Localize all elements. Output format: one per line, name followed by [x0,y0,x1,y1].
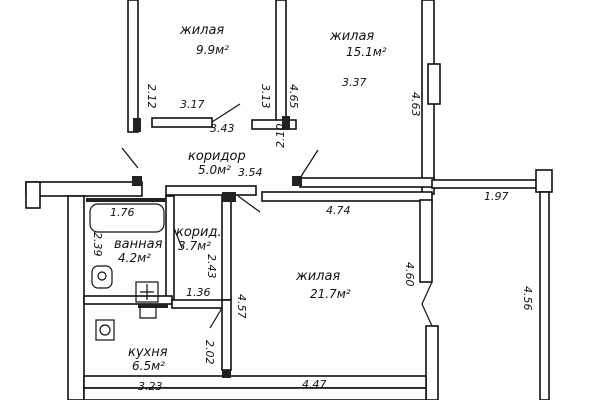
dim-457: 4.57 [235,294,248,319]
dim-447: 4.47 [302,378,327,391]
wall-balcony-post [535,169,553,193]
room-name-corridor-main: коридор [188,149,246,164]
wall-balcony-top [431,179,543,189]
dim-176: 1.76 [110,206,135,219]
room-name-bathroom: ванная [114,237,163,252]
wall-hatching [86,116,302,378]
kitchen-sink-icon [139,306,157,319]
dim-313: 3.13 [259,84,272,109]
sink-icon [91,265,113,289]
dim-465: 4.65 [287,84,300,109]
wall-small-room-left [127,0,139,133]
fixtures [89,203,165,341]
wall-window-pier [427,63,441,105]
door-bath [173,227,183,249]
room-area-living-big: 21.7м² [310,287,351,301]
wall-big-room-right [419,199,433,283]
dim-212: 2.12 [145,84,158,109]
dim-343: 3.43 [210,122,235,135]
dim-474: 4.74 [326,204,351,217]
dim-317: 3.17 [180,98,205,111]
toilet-cross-icon [140,284,154,300]
wall-big-room-right-lower [425,325,439,400]
room-name-living-small: жилая [179,23,224,38]
wall-outer-left [67,195,85,400]
room-area-living-small: 9.9м² [196,43,229,57]
room-area-living-top: 15.1м² [346,45,387,59]
dimensions: 2.12 3.13 4.65 3.17 3.43 3.37 4.63 3.54 … [91,76,534,393]
wall-top-right-bottom [299,177,435,188]
wall-small-room-bottom [151,117,213,128]
room-area-kitchen: 6.5м² [132,359,165,373]
door-big-room [237,195,261,213]
room-labels: жилая 9.9м² жилая 15.1м² коридор 5.0м² к… [114,23,387,373]
wall-bath-bottom [83,295,173,305]
wall-corridor-mid [165,185,257,196]
dim-239: 2.39 [91,232,104,257]
wall-balcony-rail [539,191,550,400]
door-right-room [421,281,433,327]
drain-icon [97,271,107,281]
room-area-bathroom: 4.2м² [118,251,151,265]
dim-197: 1.97 [484,190,509,203]
walls [25,0,553,400]
dim-337: 3.37 [342,76,367,89]
dim-323: 3.23 [138,380,163,393]
dim-210: 2.10 [274,124,287,149]
stove-icon [95,319,115,341]
wall-kitchen-right [221,299,232,371]
room-name-living-top: жилая [329,29,374,44]
room-name-living-big: жилая [295,269,340,284]
dim-460: 4.60 [403,262,416,287]
dim-463: 4.63 [409,92,422,117]
wall-corridor-left-end [25,181,41,209]
room-name-kitchen: кухня [128,345,168,360]
wall-bath-right [165,195,175,301]
dim-136: 1.36 [186,286,211,299]
dim-202: 2.02 [203,340,216,365]
dim-456: 4.56 [521,286,534,311]
door-top-room [299,149,319,179]
wall-small-corridor-right [221,195,232,301]
room-area-corridor-small: 3.7м² [178,239,211,253]
door-entrance [121,147,139,169]
wall-small-room-bottom-right [251,119,297,130]
dim-354: 3.54 [238,166,263,179]
stove-burner-icon [99,324,111,336]
room-area-corridor-main: 5.0м² [198,163,231,177]
dim-243: 2.43 [205,254,218,279]
wall-small-room-right [275,0,287,129]
toilet-icon [135,281,159,303]
wall-corridor-left [25,181,143,197]
bathtub [89,203,165,233]
room-name-corridor-small: корид. [176,225,222,240]
wall-bottom-outer [83,387,427,400]
door-kitchen [209,307,223,329]
door-small-room [211,103,241,123]
wall-bottom [83,375,427,389]
wall-corridor-right [261,191,433,202]
doors [121,103,433,329]
